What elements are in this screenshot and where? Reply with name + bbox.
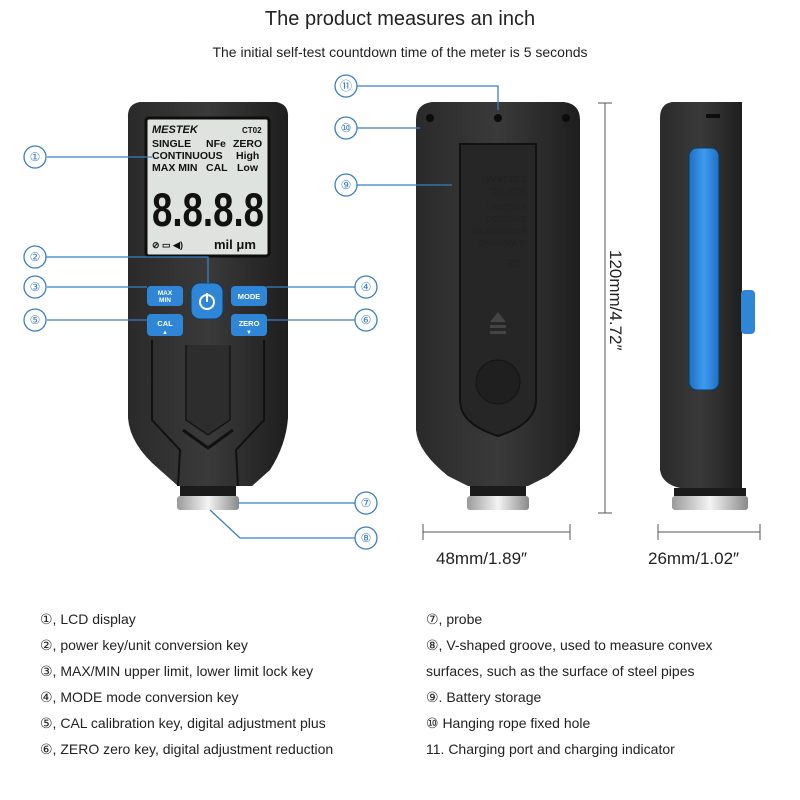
svg-text:CE: CE [506, 257, 521, 269]
legend-right: ⑦, probe ⑧, V-shaped groove, used to mea… [426, 606, 786, 762]
back-probe-collar [470, 486, 526, 496]
svg-text:⑤: ⑤ [30, 313, 41, 327]
cal-button [147, 314, 183, 336]
svg-text:ZERO: ZERO [233, 138, 262, 150]
side-view [660, 102, 755, 510]
svg-text:MODE: MODE [238, 292, 261, 301]
front-probe [177, 496, 239, 510]
svg-text:⑨: ⑨ [341, 178, 352, 192]
svg-text:EN61326-1: EN61326-1 [485, 202, 526, 211]
svg-text:SN61010-1: SN61010-1 [485, 214, 526, 223]
svg-text:CONTINUOUS: CONTINUOUS [152, 150, 223, 162]
side-button [741, 290, 755, 334]
svg-text:MAX MIN: MAX MIN [152, 162, 198, 174]
width-dimension [422, 524, 571, 540]
back-probe [467, 496, 529, 510]
svg-text:SIZE:DC: SIZE:DC [490, 186, 526, 196]
zero-button [231, 314, 267, 336]
unit-label: mil μm [214, 237, 256, 252]
brand-logo: MESTEK [152, 124, 199, 136]
svg-text:⑩: ⑩ [341, 121, 352, 135]
legend-item: ④, MODE mode conversion key [40, 689, 239, 705]
callouts [45, 85, 499, 539]
callout-numbers: ① ② ③ ④ ⑤ ⑥ ⑦ ⑧ ⑨ ⑩ ⑪ [30, 79, 372, 545]
speaker-grille [475, 359, 521, 405]
legend-item: ①, LCD display [40, 611, 136, 627]
svg-text:1.5X2AAA: 1.5X2AAA [484, 174, 526, 184]
svg-text:▼: ▼ [246, 330, 252, 336]
back-view: CE ⚠ WARNING CONFORM TO: SN61010-1 EN613… [416, 102, 580, 510]
height-dimension [598, 102, 612, 514]
svg-text:Low: Low [237, 162, 259, 174]
page-title: The product measures an inch [264, 8, 536, 30]
svg-text:NFe: NFe [206, 138, 226, 150]
model-label: CT02 [242, 126, 262, 135]
svg-text:⑥: ⑥ [361, 313, 372, 327]
front-view: MESTEK CT02 SINGLE NFe ZERO CONTINUOUS H… [127, 102, 289, 510]
svg-text:⑦: ⑦ [361, 496, 372, 510]
legend-item: ②, power key/unit conversion key [40, 637, 248, 653]
svg-text:CAL: CAL [206, 162, 228, 174]
svg-text:⑧: ⑧ [361, 531, 372, 545]
legend-item: 11. Charging port and charging indicator [426, 741, 675, 757]
legend-item: ⑧, V-shaped groove, used to measure conv… [426, 637, 713, 653]
width-label: 48mm/1.89″ [436, 549, 527, 568]
legend-item: ⑦, probe [426, 611, 483, 627]
svg-text:CONFORM TO:: CONFORM TO: [469, 226, 526, 235]
svg-text:ZERO: ZERO [239, 319, 260, 328]
legend-item: ⑩ Hanging rope fixed hole [426, 715, 591, 731]
back-label: CE ⚠ WARNING CONFORM TO: SN61010-1 EN613… [469, 174, 526, 269]
side-blue-strip [688, 147, 720, 391]
svg-text:CAL: CAL [157, 319, 173, 328]
battery-door [459, 143, 537, 438]
side-probe [672, 496, 748, 510]
mode-button [231, 286, 267, 306]
arrow-up-icon [490, 312, 506, 322]
depth-dimension [657, 524, 761, 540]
lcd-display [144, 116, 271, 258]
legend-left: ①, LCD display ②, power key/unit convers… [40, 606, 400, 762]
battery-icon: ⊘ ▭ ◀) [152, 240, 183, 250]
legend-item: ③, MAX/MIN upper limit, lower limit lock… [40, 663, 314, 679]
callout-markers [23, 74, 378, 550]
svg-text:⚠ WARNING: ⚠ WARNING [478, 238, 526, 247]
lcd-digits: 8.8.8.8 [152, 183, 264, 236]
front-probe-collar [180, 486, 236, 496]
svg-text:▲: ▲ [162, 330, 168, 336]
legend-item: ⑤, CAL calibration key, digital adjustme… [40, 715, 326, 731]
svg-text:High: High [236, 150, 259, 162]
page-subtitle: The initial self-test countdown time of … [212, 44, 588, 60]
svg-text:SINGLE: SINGLE [152, 138, 191, 150]
svg-text:⑪: ⑪ [340, 79, 352, 93]
svg-text:①: ① [30, 150, 41, 164]
height-label: 120mm/4.72″ [606, 250, 625, 351]
svg-text:MIN: MIN [159, 297, 171, 304]
svg-text:MAX: MAX [158, 290, 173, 297]
svg-text:④: ④ [361, 280, 372, 294]
maxmin-button [147, 286, 183, 306]
legend-item: surfaces, such as the surface of steel p… [426, 663, 695, 679]
svg-text:②: ② [30, 250, 41, 264]
svg-text:③: ③ [30, 280, 41, 294]
legend-item: ⑨. Battery storage [426, 689, 542, 705]
depth-label: 26mm/1.02″ [648, 549, 739, 568]
legend-item: ⑥, ZERO zero key, digital adjustment red… [40, 741, 334, 757]
